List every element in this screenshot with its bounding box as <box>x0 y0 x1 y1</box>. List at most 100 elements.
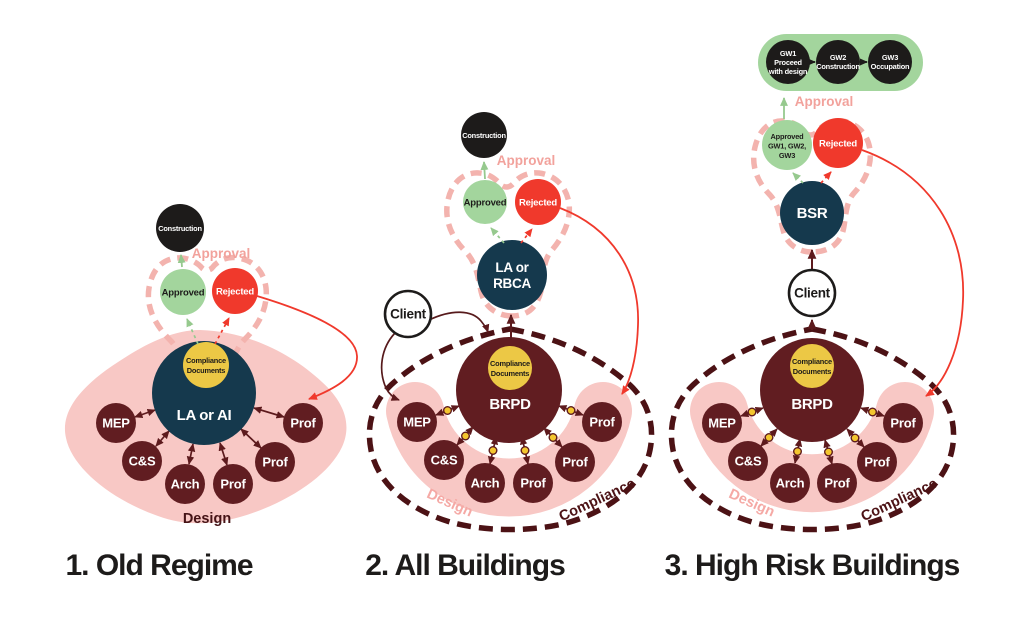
svg-text:Compliance: Compliance <box>792 357 832 366</box>
svg-text:GW2: GW2 <box>830 53 846 62</box>
d1-rejected-node: Rejected <box>212 268 258 314</box>
d1-design-label: Design <box>183 511 231 527</box>
d1-approval-outline <box>145 254 270 404</box>
d2-construction-node: Construction <box>461 112 507 158</box>
d2-connectors <box>435 405 584 465</box>
title-high-risk-buildings: 3. High Risk Buildings <box>665 549 960 582</box>
d1-approved-node: Approved <box>160 269 206 315</box>
d1-construction-node: Construction <box>156 204 204 252</box>
d2-approval-label: Approval <box>497 153 556 168</box>
d2-client-to-mep-curve <box>380 332 400 401</box>
svg-text:Documents: Documents <box>491 369 530 378</box>
d2-la-to-approved-arrow <box>490 227 505 244</box>
d2-satellite-prof-3: Prof <box>582 402 622 442</box>
d3-gw1-node: GW1 Proceed with design <box>766 40 810 84</box>
d1-approval-label: Approval <box>192 246 251 261</box>
svg-text:BRPD: BRPD <box>489 396 531 413</box>
d2-client-node: Client <box>383 289 433 339</box>
d3-design-zone-crescent <box>690 382 934 513</box>
svg-text:Prof: Prof <box>890 416 916 431</box>
d2-rejected-node: Rejected <box>515 179 561 225</box>
diagram-high-risk-buildings: Approval BRPD Compliance Documents MEP C… <box>665 34 965 582</box>
svg-text:Rejected: Rejected <box>216 287 254 298</box>
svg-text:MEP: MEP <box>708 416 736 431</box>
d3-client-node: Client <box>787 268 837 318</box>
d3-satellite-prof-2: Prof <box>857 442 897 482</box>
d3-approved-gw-node: Approved GW1, GW2, GW3 <box>762 120 812 170</box>
svg-text:Rejected: Rejected <box>819 139 857 150</box>
d3-gateways-pill: GW1 Proceed with design GW2 Construction… <box>758 34 923 91</box>
d2-approved-to-construction-arrow <box>480 161 489 180</box>
svg-text:GW1: GW1 <box>780 49 796 58</box>
d3-satellite-mep: MEP <box>702 403 742 443</box>
svg-text:Construction: Construction <box>462 131 506 140</box>
d2-satellite-prof-1: Prof <box>513 463 553 503</box>
svg-text:Prof: Prof <box>589 415 615 430</box>
title-old-regime: 1. Old Regime <box>65 549 252 582</box>
d3-compliance-outline <box>668 326 957 533</box>
diagram-all-buildings: Approval BRPD Compliance Documents MEP C… <box>365 112 655 582</box>
svg-text:LA or AI: LA or AI <box>177 407 232 424</box>
d3-satellite-prof-3: Prof <box>883 403 923 443</box>
svg-text:BRPD: BRPD <box>791 396 833 413</box>
svg-text:with design: with design <box>768 67 808 76</box>
d2-satellite-mep: MEP <box>397 402 437 442</box>
d3-gw3-node: GW3 Occupation <box>868 40 912 84</box>
svg-text:Prof: Prof <box>220 477 246 492</box>
d3-bsr-to-approved-arrow <box>792 172 804 184</box>
svg-text:C&S: C&S <box>431 453 458 468</box>
svg-text:MEP: MEP <box>102 416 130 431</box>
d2-rejected-to-prof-curve <box>559 207 639 395</box>
svg-text:Arch: Arch <box>776 476 805 491</box>
d1-docs-to-approved-arrow <box>186 318 199 345</box>
svg-text:GW1, GW2,: GW1, GW2, <box>768 142 806 151</box>
svg-text:Documents: Documents <box>187 366 226 375</box>
d1-compliance-documents-node: Compliance Documents <box>183 342 229 388</box>
d2-la-to-rejected-arrow <box>520 228 533 244</box>
svg-text:Compliance: Compliance <box>490 359 530 368</box>
d3-compliance-documents-node: Compliance Documents <box>790 344 834 388</box>
d1-approved-to-construction-arrow <box>177 254 186 268</box>
d1-satellite-prof-3: Prof <box>283 403 323 443</box>
svg-text:Prof: Prof <box>520 476 546 491</box>
d3-approval-outline <box>750 118 874 255</box>
d1-satellite-cs: C&S <box>122 441 162 481</box>
svg-text:GW3: GW3 <box>779 151 795 160</box>
d2-la-rbca-node: LA or RBCA <box>477 240 547 310</box>
d2-client-to-brpd-curve <box>428 311 490 333</box>
svg-text:Approved: Approved <box>771 132 805 141</box>
svg-text:Compliance: Compliance <box>186 356 226 365</box>
d2-satellite-prof-2: Prof <box>555 442 595 482</box>
svg-text:LA or: LA or <box>495 260 529 275</box>
svg-text:Arch: Arch <box>171 477 200 492</box>
d3-satellite-arch: Arch <box>770 463 810 503</box>
svg-text:RBCA: RBCA <box>493 276 531 291</box>
d2-brpd-node: BRPD <box>456 337 562 443</box>
diagram-old-regime: Approval LA or AI Compliance Documents M… <box>64 204 358 582</box>
d3-satellite-cs: C&S <box>728 441 768 481</box>
svg-text:Prof: Prof <box>262 455 288 470</box>
d1-satellite-prof-2: Prof <box>255 442 295 482</box>
d3-bsr-to-rejected-arrow <box>820 171 832 184</box>
svg-text:C&S: C&S <box>735 454 762 469</box>
d1-la-ai-node: LA or AI <box>152 341 256 445</box>
d1-rejected-to-prof-curve <box>256 295 358 400</box>
d1-docs-to-rejected-arrow <box>214 317 230 345</box>
svg-text:Documents: Documents <box>793 367 832 376</box>
svg-text:Prof: Prof <box>824 476 850 491</box>
d3-connectors <box>740 406 885 465</box>
d3-rejected-node: Rejected <box>813 118 863 168</box>
d3-approval-label: Approval <box>795 94 854 109</box>
svg-text:Proceed: Proceed <box>774 58 802 67</box>
d2-satellite-arch: Arch <box>465 463 505 503</box>
svg-text:Client: Client <box>390 307 427 322</box>
d1-connectors <box>134 406 285 466</box>
d1-satellite-prof-1: Prof <box>213 464 253 504</box>
svg-text:Client: Client <box>794 286 831 301</box>
d3-brpd-node: BRPD <box>760 338 864 442</box>
svg-text:Construction: Construction <box>816 62 860 71</box>
svg-text:MEP: MEP <box>403 415 431 430</box>
svg-text:Occupation: Occupation <box>871 62 910 71</box>
